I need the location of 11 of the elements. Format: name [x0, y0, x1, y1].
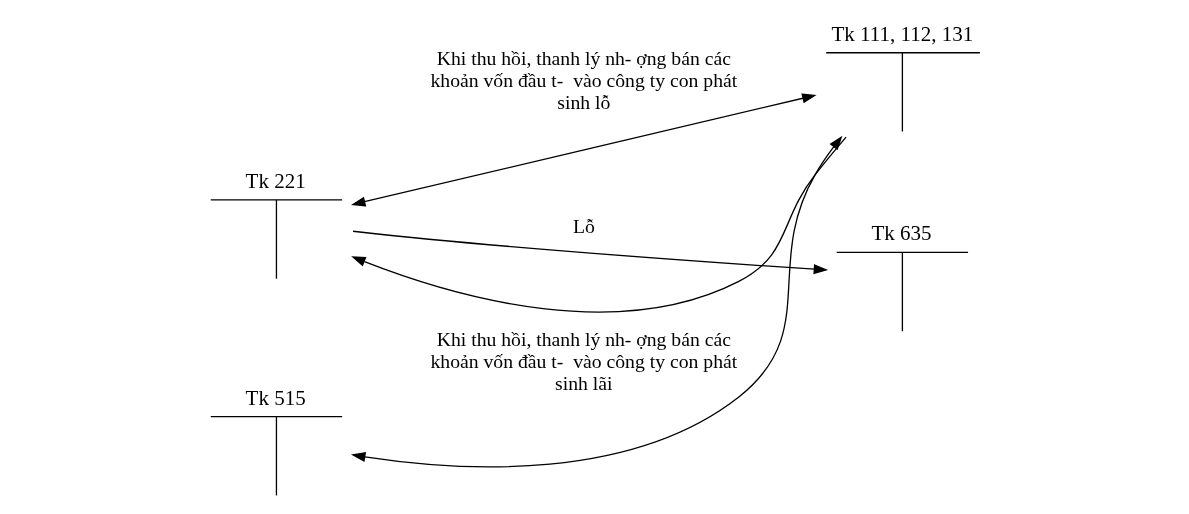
arrow: [350, 135, 842, 468]
edge-label: Lỗ: [572, 214, 595, 237]
edge-label: Khi thu hồi, thanh lý nh- ợng bán các khoản vốn đầu t- vào công ty con phát sinh lỗ: [429, 46, 737, 114]
node-text: Tk 515: [245, 385, 306, 410]
arrow: [351, 230, 828, 275]
arrow: [350, 93, 817, 207]
arrow: [350, 136, 847, 313]
node-text: Tk 111, 112, 131: [830, 21, 973, 46]
node-text: Tk 221: [245, 168, 306, 193]
edge-label: Khi thu hồi, thanh lý nh- ợng bán các khoản vốn đầu t- vào công ty con phát sinh lãi: [429, 327, 737, 395]
node-text: Tk 635: [871, 221, 932, 246]
